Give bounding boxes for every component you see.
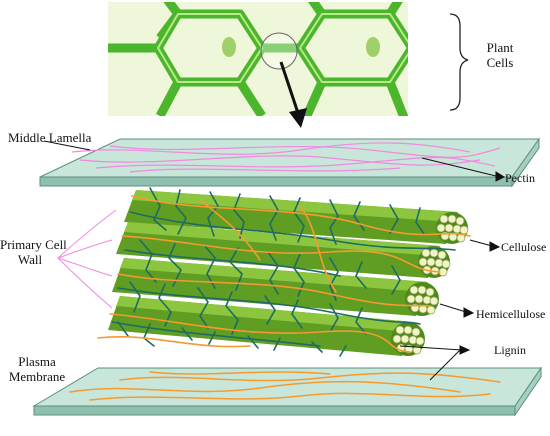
plant-cells-brace (449, 13, 469, 111)
plasma-membrane-line2: Membrane (8, 369, 66, 384)
cellulose-microfibrils (108, 190, 469, 356)
cell-wall-highlights (157, 13, 408, 83)
middle-lamella-label: Middle Lamella (8, 130, 92, 145)
lignin-label: Lignin (494, 343, 526, 357)
hemicellulose-network (111, 187, 456, 357)
lignin-strands (97, 195, 471, 353)
plant-cells-label-line1: Plant (486, 40, 514, 55)
pectin-strands (71, 142, 501, 173)
plasma-membrane-plate (32, 366, 542, 417)
primary-cell-wall-line1: Primary Cell (0, 237, 67, 252)
primary-wall-fan (57, 209, 117, 309)
hemicellulose-label: Hemicellulose (476, 307, 546, 321)
cellulose-fibril (116, 222, 451, 278)
nucleus-right (366, 37, 380, 57)
membrane-lignin-strands (69, 371, 501, 401)
plant-cells-panel (108, 2, 408, 128)
primary-cell-wall-line2: Wall (17, 252, 43, 267)
cellulose-fibril (112, 258, 439, 316)
plasma-membrane-line1: Plasma (18, 354, 56, 369)
cellulose-label: Cellulose (501, 240, 547, 254)
plant-cells-label: Plant Cells (470, 40, 530, 70)
plasma-membrane-label: Plasma Membrane (2, 354, 72, 384)
leader-lines (43, 140, 506, 381)
magnified-region-circle (260, 32, 298, 70)
plant-cells-label-line2: Cells (486, 55, 514, 70)
magnify-arrow (279, 61, 307, 128)
nucleus-left (222, 37, 236, 57)
primary-cell-wall-label: Primary Cell Wall (0, 237, 67, 267)
pectin-label: Pectin (505, 171, 535, 185)
middle-lamella-plate (39, 137, 540, 188)
